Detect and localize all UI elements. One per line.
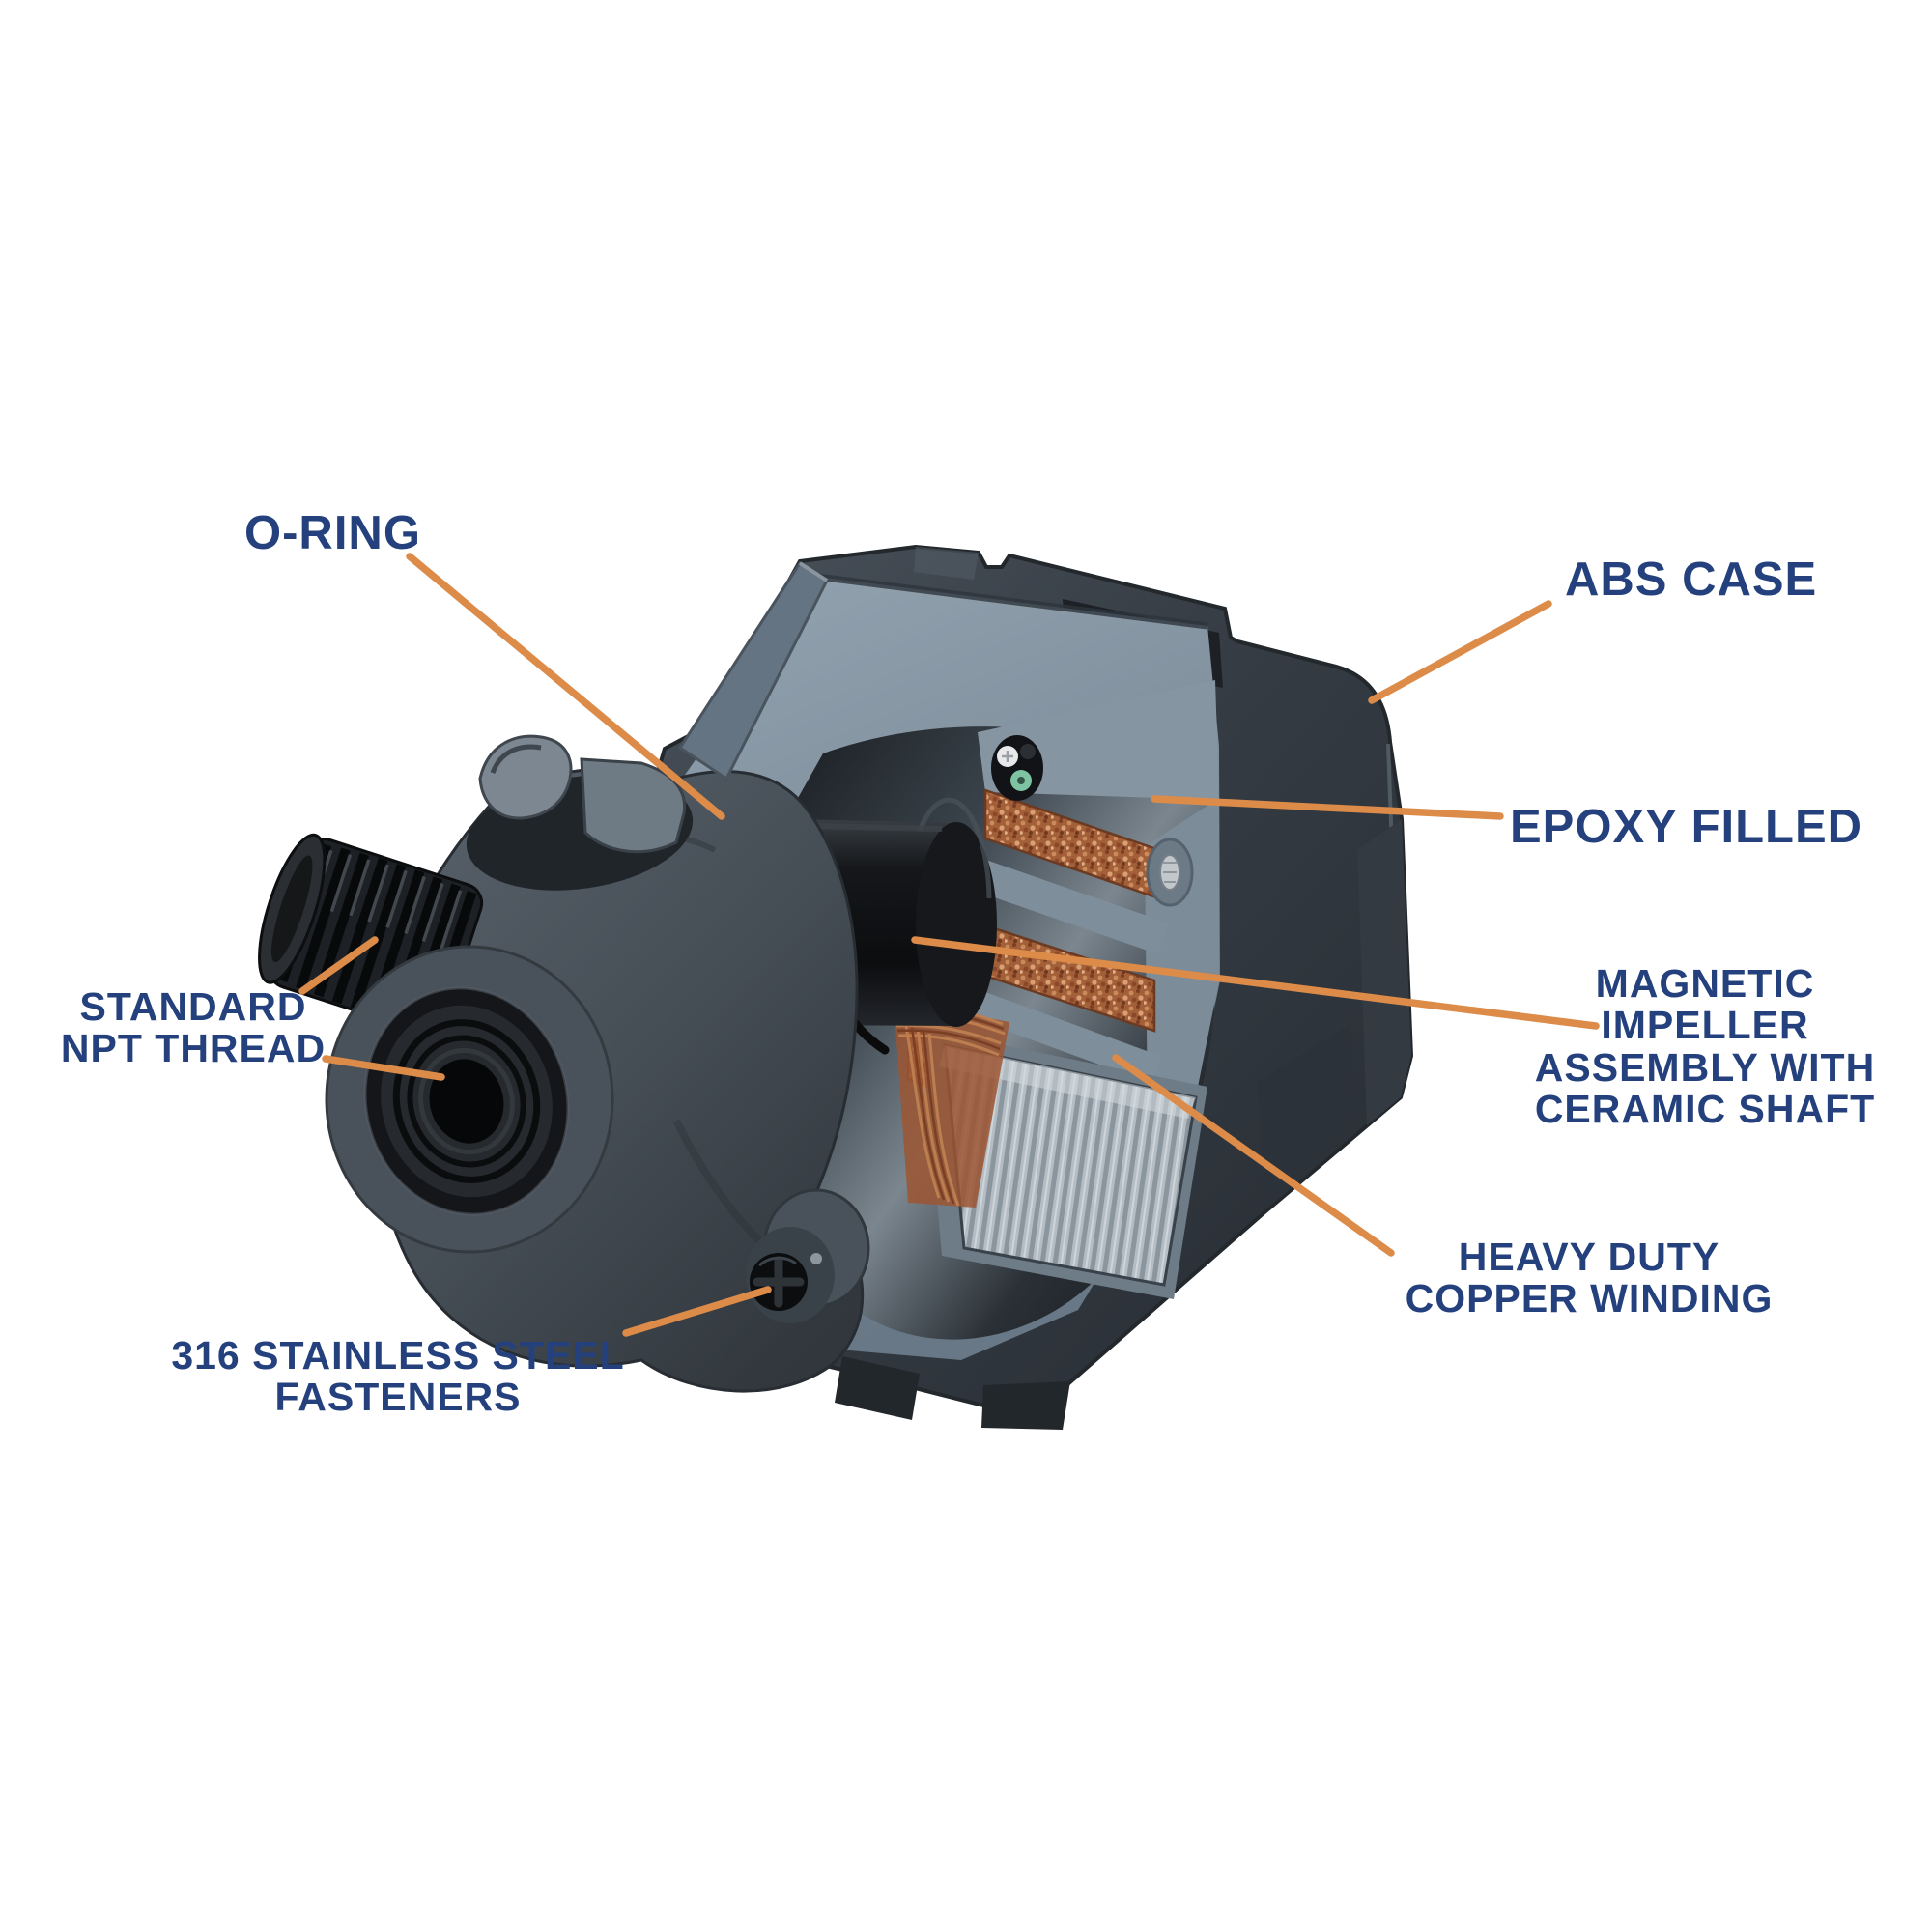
- thermal-fuse-pill: [1146, 838, 1194, 907]
- label-line: STANDARD: [79, 984, 307, 1029]
- label-o-ring: O-RING: [244, 507, 421, 559]
- label-heavy-duty-copper-winding: HEAVY DUTY COPPER WINDING: [1406, 1236, 1774, 1321]
- leader-epoxy-filled: [1151, 795, 1504, 820]
- label-magnetic-impeller-assembly: MAGNETIC IMPELLER ASSEMBLY WITH CERAMIC …: [1534, 961, 1876, 1132]
- label-standard-npt-thread: STANDARD NPT THREAD: [60, 984, 327, 1071]
- cord-grommet: [991, 735, 1043, 801]
- label-line: CERAMIC SHAFT: [1534, 1087, 1876, 1132]
- label-line: ASSEMBLY WITH: [1534, 1044, 1876, 1090]
- label-line: HEAVY DUTY: [1458, 1235, 1720, 1279]
- copper-wire-bundle: [894, 1000, 1009, 1208]
- label-line: IMPELLER: [1601, 1003, 1809, 1048]
- leader-npt-male: [298, 936, 379, 995]
- leader-fastener: [622, 1286, 772, 1337]
- label-line: NPT THREAD: [60, 1026, 327, 1071]
- label-line: 316 STAINLESS STEEL: [171, 1333, 625, 1378]
- label-line: FASTENERS: [274, 1375, 522, 1420]
- label-316-stainless-fasteners: 316 STAINLESS STEEL FASTENERS: [171, 1333, 625, 1420]
- female-npt-thread-port: [325, 945, 614, 1254]
- leader-npt-female: [322, 1055, 445, 1081]
- leader-lines: [298, 553, 1600, 1337]
- stainless-fastener-screw: [746, 1188, 870, 1323]
- leader-magnetic-impeller: [911, 936, 1600, 1030]
- leader-abs-case: [1368, 600, 1552, 704]
- label-line: COPPER WINDING: [1405, 1276, 1774, 1321]
- label-line: MAGNETIC: [1595, 961, 1815, 1006]
- leader-copper-winding: [1112, 1054, 1395, 1257]
- volute-clamp-bracket: [466, 560, 829, 891]
- leader-o-ring: [406, 553, 725, 820]
- male-npt-thread-port: [258, 833, 484, 1035]
- label-abs-case: ABS CASE: [1565, 554, 1818, 606]
- label-epoxy-filled: EPOXY FILLED: [1510, 801, 1863, 853]
